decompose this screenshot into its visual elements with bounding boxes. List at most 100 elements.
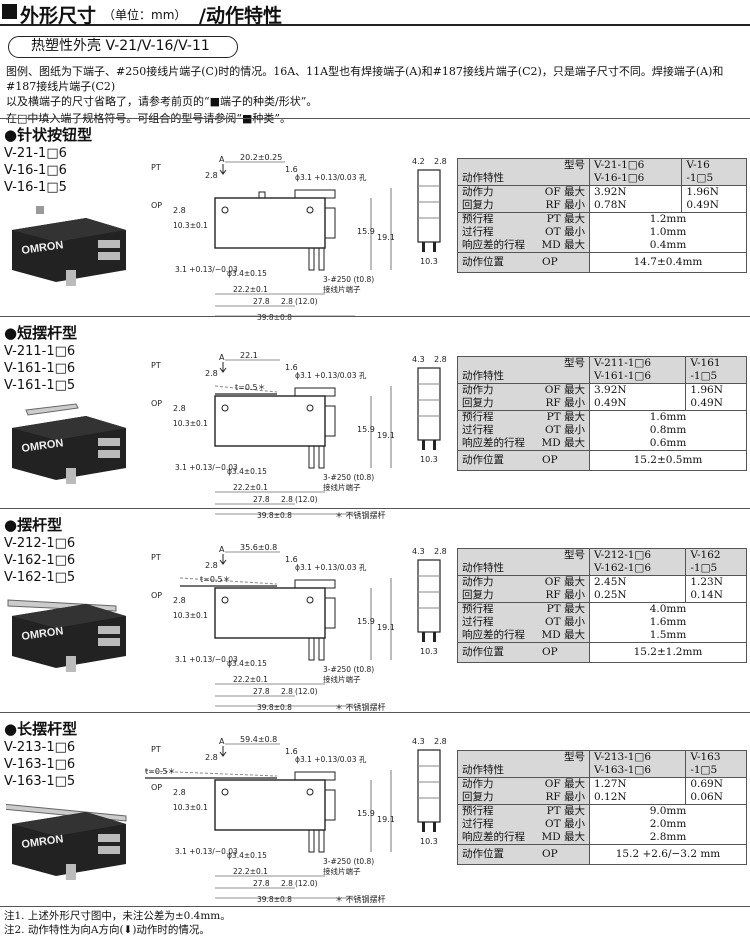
side-view-drawing: 4.3 2.8 10.3 (410, 354, 455, 468)
svg-text:接线片端子: 接线片端子 (323, 866, 361, 876)
svg-text:39.8±0.8: 39.8±0.8 (257, 895, 292, 904)
svg-text:27.8: 27.8 (253, 495, 270, 504)
svg-text:2.8: 2.8 (173, 788, 186, 797)
model-name: V-16-1□6 (4, 163, 67, 178)
svg-text:2.8: 2.8 (173, 596, 186, 605)
svg-text:22.2±0.1: 22.2±0.1 (233, 867, 268, 876)
section-title: ●短摆杆型 (4, 324, 78, 342)
header-title: 外形尺寸 (20, 5, 97, 27)
svg-text:2.8: 2.8 (434, 547, 447, 556)
svg-text:(12.0): (12.0) (295, 297, 318, 306)
model-name: V-21-1□6 (4, 146, 67, 161)
svg-text:39.8±0.8: 39.8±0.8 (257, 703, 292, 712)
op-value: 15.2 +2.6/−3.2 mm (589, 844, 747, 865)
svg-text:ϕ3.4±0.15: ϕ3.4±0.15 (227, 467, 267, 476)
svg-text:3-#250 (t0.8): 3-#250 (t0.8) (323, 665, 374, 674)
svg-text:＊ 不锈钢摆杆: ＊ 不锈钢摆杆 (335, 702, 386, 712)
svg-text:2.8: 2.8 (281, 297, 293, 306)
side-view-drawing: 4.3 2.8 10.3 (410, 736, 455, 850)
model-name: V-161-1□5 (4, 378, 76, 393)
svg-text:ϕ3.4±0.15: ϕ3.4±0.15 (227, 851, 267, 860)
model-col-2: V-162-1□5 (685, 548, 747, 576)
intro-line-2: 以及横端子的尺寸省略了，请参考前页的“■端子的种类/形状”。 (6, 95, 318, 108)
product-photo: OMRON (6, 200, 136, 294)
svg-text:1.6: 1.6 (285, 363, 298, 372)
dimension-drawing: PT OP A 2.8 59.4±0.8 1.6 ϕ3.1 +0.13/0.03… (124, 730, 415, 914)
dimension-drawing: PT OP A 2.8 20.2±0.25 1.6 ϕ3.1 +0.13/0.0… (145, 148, 415, 332)
svg-text:PT: PT (151, 553, 161, 562)
svg-text:39.8±0.8: 39.8±0.8 (257, 511, 292, 520)
dimension-drawing: PT OP A 2.8 22.1 1.6 ϕ3.1 +0.13/0.03 孔 t… (145, 346, 415, 530)
model-name: V-163-1□5 (4, 774, 76, 789)
svg-text:2.8: 2.8 (281, 687, 293, 696)
model-header: 型号 (564, 159, 585, 171)
svg-text:ϕ3.1 +0.13/0.03 孔: ϕ3.1 +0.13/0.03 孔 (295, 173, 367, 182)
svg-text:OP: OP (151, 783, 162, 792)
model-name: V-16-1□5 (4, 180, 67, 195)
svg-text:10.3: 10.3 (420, 647, 438, 656)
svg-text:15.9: 15.9 (357, 425, 375, 434)
model-col-2: V-16-1□5 (681, 158, 747, 186)
svg-text:OMRON: OMRON (21, 437, 64, 455)
series-subtitle: 热塑性外壳 V-21/V-16/V-11 (8, 36, 238, 58)
svg-text:PT: PT (151, 361, 161, 370)
svg-text:10.3±0.1: 10.3±0.1 (173, 221, 208, 230)
section-divider (0, 712, 750, 713)
svg-text:2.8: 2.8 (173, 404, 186, 413)
model-name: V-161-1□6 (4, 361, 76, 376)
svg-text:3.1 +0.13/−0.03: 3.1 +0.13/−0.03 (175, 847, 238, 856)
svg-text:10.3±0.1: 10.3±0.1 (173, 419, 208, 428)
svg-text:ϕ3.4±0.15: ϕ3.4±0.15 (227, 269, 267, 278)
svg-text:接线片端子: 接线片端子 (323, 482, 361, 492)
svg-text:接线片端子: 接线片端子 (323, 674, 361, 684)
table-header-label: 型号 动作特性 (457, 356, 590, 384)
svg-text:PT: PT (151, 163, 161, 172)
svg-text:4.2: 4.2 (412, 157, 425, 166)
header-title-2: /动作特性 (199, 5, 282, 27)
svg-text:(12.0): (12.0) (295, 495, 318, 504)
svg-text:27.8: 27.8 (253, 879, 270, 888)
op-value: 15.2±1.2mm (589, 642, 747, 663)
svg-text:3-#250 (t0.8): 3-#250 (t0.8) (323, 857, 374, 866)
svg-text:10.3±0.1: 10.3±0.1 (173, 611, 208, 620)
model-name: V-212-1□6 (4, 536, 76, 551)
note-2: 注2. 动作特性为向A方向(⬇)动作时的情况。 (4, 924, 210, 936)
svg-text:4.3: 4.3 (412, 355, 425, 364)
svg-text:2.8: 2.8 (205, 561, 218, 570)
svg-text:接线片端子: 接线片端子 (323, 284, 361, 294)
section-divider (0, 118, 750, 119)
svg-text:ϕ3.1 +0.13/0.03 孔: ϕ3.1 +0.13/0.03 孔 (295, 755, 367, 764)
svg-text:2.8: 2.8 (281, 495, 293, 504)
svg-text:10.3: 10.3 (420, 455, 438, 464)
svg-text:19.1: 19.1 (377, 815, 395, 824)
svg-text:2.8: 2.8 (205, 171, 218, 180)
page-header: 外形尺寸 （单位：mm） /动作特性 (0, 0, 750, 27)
svg-text:3-#250 (t0.8): 3-#250 (t0.8) (323, 275, 374, 284)
model-name: V-213-1□6 (4, 740, 76, 755)
svg-text:3-#250 (t0.8): 3-#250 (t0.8) (323, 473, 374, 482)
svg-text:2.8: 2.8 (434, 355, 447, 364)
svg-text:2.8: 2.8 (205, 753, 218, 762)
